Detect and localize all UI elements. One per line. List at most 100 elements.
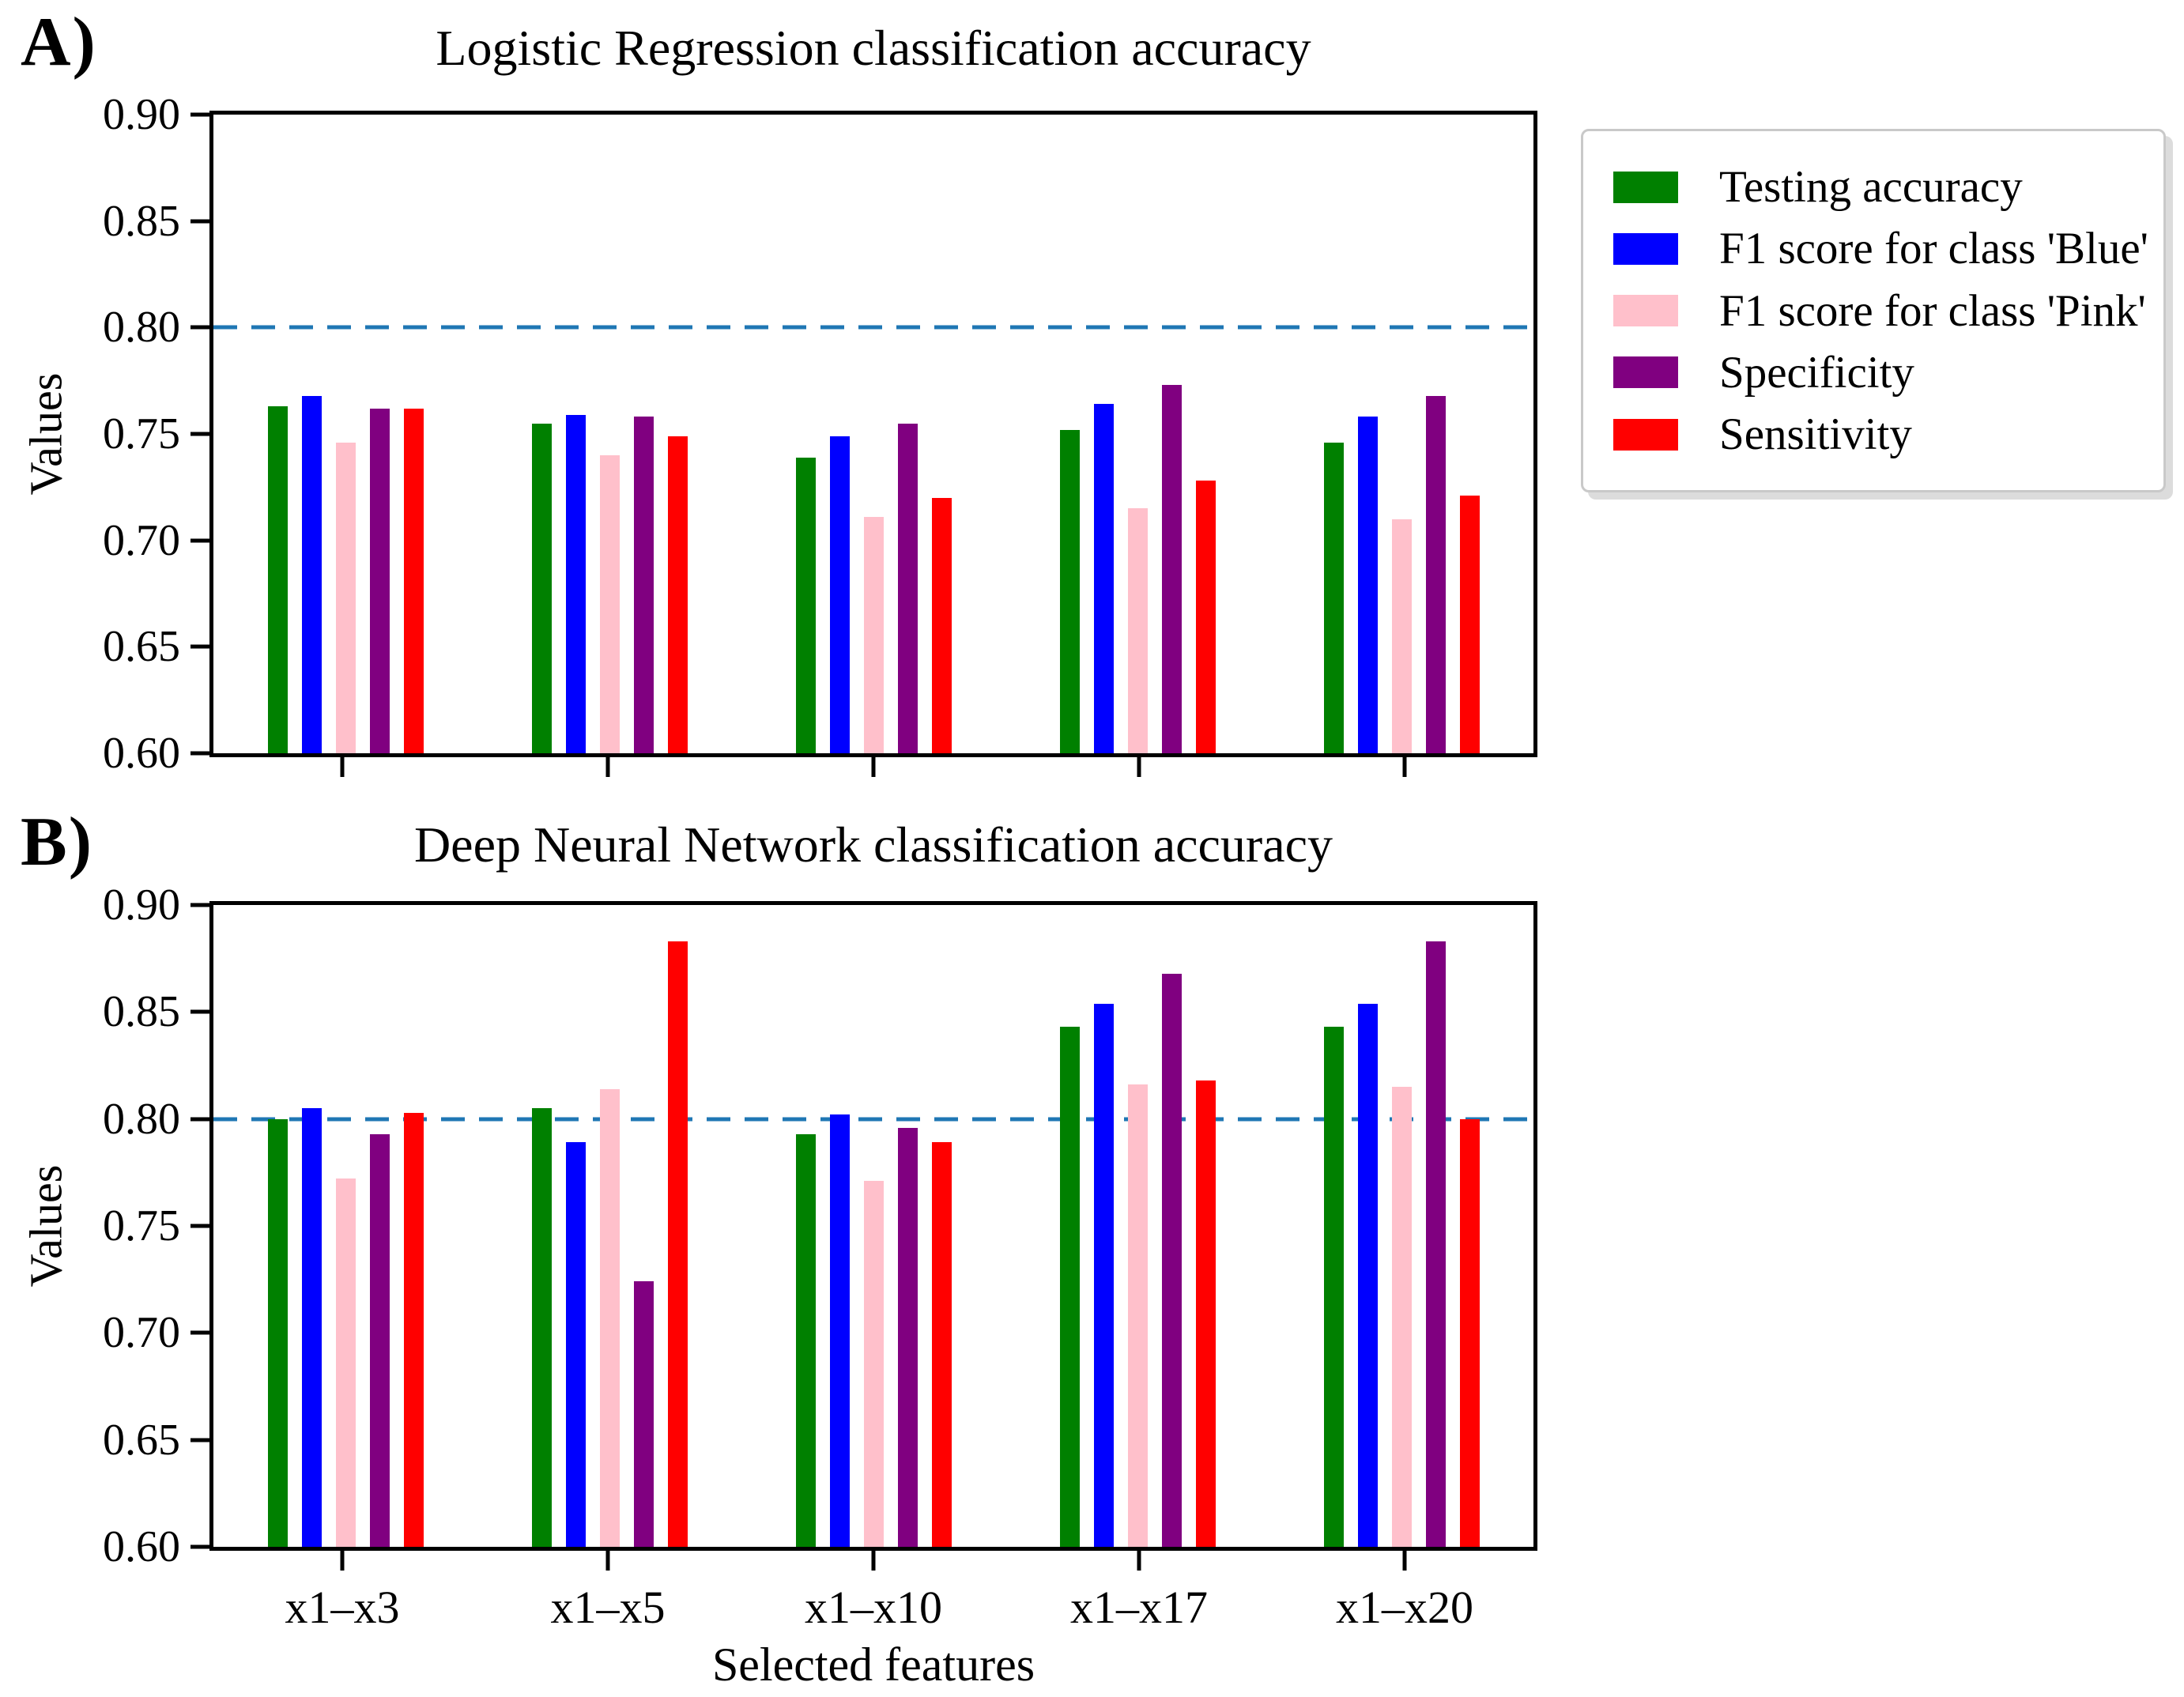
bar-f1-score-for-class-blue: [301, 395, 322, 753]
bar-group-x1-x3: [267, 115, 424, 753]
legend-swatch-specificity: [1613, 356, 1678, 389]
bar-group-x1-x5: [531, 905, 688, 1547]
bar-testing-accuracy: [795, 457, 816, 753]
bar-f1-score-for-class-pink: [599, 1088, 620, 1547]
bar-f1-score-for-class-pink: [335, 442, 356, 753]
x-tick-mark: [871, 757, 876, 777]
bar-specificity: [1161, 385, 1182, 753]
bar-specificity: [897, 1127, 918, 1547]
chart-a-xticks: [209, 757, 1537, 779]
y-tick-mark: [190, 1330, 209, 1335]
y-tick-mark: [190, 1544, 209, 1549]
legend-box: Testing accuracy F1 score for class 'Blue…: [1581, 129, 2166, 492]
chart-a-ylabel: Values: [20, 372, 72, 496]
bar-group-x1-x3: [267, 905, 424, 1547]
y-tick-mark: [190, 112, 209, 117]
legend-item-specificity: Specificity: [1613, 350, 2133, 395]
bar-sensitivity: [1195, 1080, 1216, 1547]
y-tick-mark: [190, 538, 209, 543]
bar-group-x1-x17: [1059, 905, 1216, 1547]
chart-a-title: Logistic Regression classification accur…: [436, 20, 1311, 76]
y-tick-label: 0.60: [103, 729, 180, 778]
y-tick-label: 0.65: [103, 1415, 180, 1465]
bar-f1-score-for-class-pink: [1391, 1087, 1412, 1547]
bar-f1-score-for-class-blue: [1357, 417, 1378, 753]
x-tick-mark: [871, 1551, 876, 1571]
legend-swatch-sensitivity: [1613, 418, 1678, 451]
legend-item-sensitivity: Sensitivity: [1613, 412, 2133, 457]
bar-group-x1-x20: [1323, 115, 1480, 753]
bars-row: [213, 905, 1533, 1547]
x-tick-label-x1-x5: x1–x5: [550, 1582, 666, 1633]
bar-f1-score-for-class-pink: [863, 517, 884, 753]
bar-specificity: [1425, 395, 1446, 753]
chart-b-ylabel: Values: [20, 1164, 72, 1288]
x-tick-label-x1-x20: x1–x20: [1336, 1582, 1473, 1633]
y-tick-label: 0.75: [103, 409, 180, 458]
y-tick-mark: [190, 751, 209, 756]
legend-item-testing-accuracy: Testing accuracy: [1613, 164, 2133, 209]
bar-f1-score-for-class-pink: [599, 454, 620, 753]
legend-swatch-f1-score-for-class-pink: [1613, 295, 1678, 326]
bar-f1-score-for-class-blue: [565, 1142, 586, 1547]
bar-sensitivity: [403, 1112, 424, 1547]
bar-specificity: [633, 1281, 654, 1547]
bar-testing-accuracy: [1059, 429, 1080, 753]
y-tick-label: 0.90: [103, 90, 180, 139]
bar-specificity: [369, 1133, 390, 1547]
bar-group-x1-x10: [795, 115, 952, 753]
legend-item-f1-score-for-class-pink: F1 score for class 'Pink': [1613, 288, 2146, 334]
x-tick-mark: [605, 757, 610, 777]
bar-testing-accuracy: [267, 1118, 288, 1547]
legend-item-f1-score-for-class-blue: F1 score for class 'Blue': [1613, 226, 2148, 271]
y-tick-mark: [190, 325, 209, 330]
y-tick-label: 0.70: [103, 1308, 180, 1358]
legend-label: Specificity: [1719, 347, 1914, 398]
bar-testing-accuracy: [531, 423, 552, 753]
bar-testing-accuracy: [1059, 1027, 1080, 1547]
bar-testing-accuracy: [531, 1108, 552, 1547]
bar-sensitivity: [1459, 496, 1480, 753]
bar-specificity: [897, 423, 918, 753]
bar-f1-score-for-class-pink: [863, 1181, 884, 1547]
bar-sensitivity: [403, 408, 424, 753]
y-tick-label: 0.75: [103, 1201, 180, 1250]
bar-f1-score-for-class-pink: [1127, 1084, 1148, 1547]
bar-sensitivity: [667, 436, 688, 753]
y-tick-label: 0.65: [103, 622, 180, 672]
x-tick-label-x1-x17: x1–x17: [1070, 1582, 1208, 1633]
legend-swatch-f1-score-for-class-blue: [1613, 232, 1678, 265]
bar-sensitivity: [931, 497, 952, 753]
y-tick-label: 0.80: [103, 303, 180, 353]
panel-a-label: A): [21, 4, 97, 81]
y-tick-mark: [190, 1438, 209, 1442]
x-tick-mark: [1402, 1551, 1407, 1571]
bar-sensitivity: [1459, 1118, 1480, 1547]
bar-f1-score-for-class-blue: [565, 414, 586, 753]
bar-group-x1-x10: [795, 905, 952, 1547]
y-tick-mark: [190, 1117, 209, 1122]
bar-f1-score-for-class-pink: [335, 1178, 356, 1547]
y-tick-mark: [190, 644, 209, 649]
y-tick-mark: [190, 1009, 209, 1014]
legend-label: F1 score for class 'Pink': [1719, 285, 2146, 336]
legend-label: Testing accuracy: [1719, 162, 2023, 212]
x-tick-mark: [1137, 757, 1141, 777]
y-tick-label: 0.85: [103, 987, 180, 1037]
legend-label: Sensitivity: [1719, 409, 1912, 459]
y-tick-label: 0.90: [103, 881, 180, 930]
bar-specificity: [1425, 941, 1446, 1547]
x-tick-mark: [605, 1551, 610, 1571]
y-tick-label: 0.70: [103, 515, 180, 565]
bar-testing-accuracy: [795, 1133, 816, 1547]
x-tick-label-x1-x10: x1–x10: [805, 1582, 942, 1633]
y-tick-mark: [190, 1224, 209, 1228]
legend-label: F1 score for class 'Blue': [1719, 224, 2148, 274]
y-tick-mark: [190, 219, 209, 224]
bar-sensitivity: [667, 941, 688, 1547]
chart-b-xticks: [209, 1551, 1537, 1573]
bar-specificity: [633, 417, 654, 753]
